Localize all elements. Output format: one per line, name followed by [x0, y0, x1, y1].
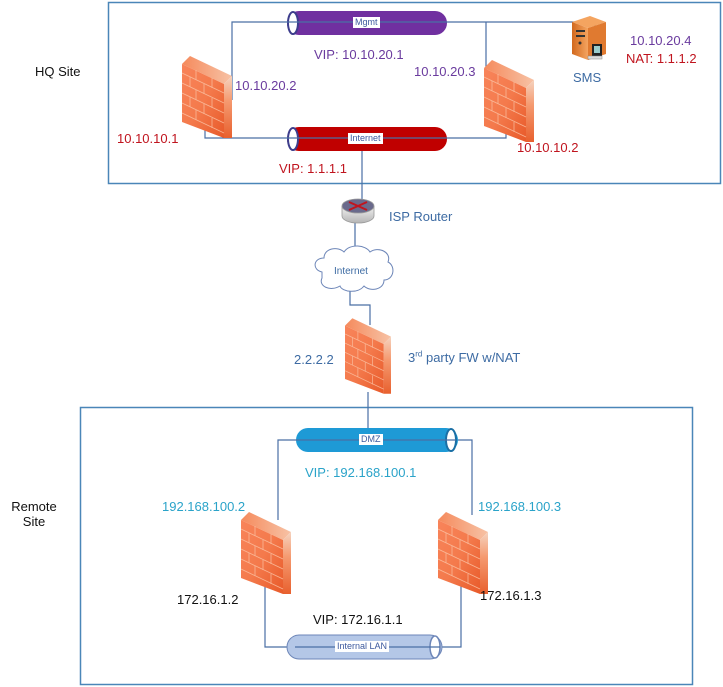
- internal-lan-bus-label: Internal LAN: [335, 641, 390, 652]
- remote-fw2-dmz-ip: 192.168.100.3: [478, 499, 562, 514]
- sms-label: SMS: [573, 70, 602, 85]
- third-party-firewall-icon: [345, 318, 391, 394]
- remote-fw1-lan-ip: 172.16.1.2: [177, 592, 239, 607]
- remote-site-boundary: [79, 406, 694, 686]
- hq-fw2-external-ip: 10.10.10.2: [517, 140, 579, 155]
- remote-fw1-dmz-ip: 192.168.100.2: [162, 499, 246, 514]
- sms-ip: 10.10.20.4: [630, 33, 692, 48]
- sms-server-icon: [572, 16, 606, 60]
- third-party-fw-label-suffix: party FW w/NAT: [422, 350, 521, 365]
- hq-firewall-2-icon: [484, 60, 534, 142]
- mgmt-bus-label: Mgmt: [353, 17, 380, 28]
- fw1-lan-link: [264, 585, 295, 648]
- dmz-fw2-link: [456, 439, 473, 515]
- remote-firewall-2-icon: [438, 512, 488, 594]
- internet-cloud-icon: [314, 245, 394, 292]
- hq-fw1-mgmt-ip: 10.10.20.2: [235, 78, 297, 93]
- sms-nat-ip: NAT: 1.1.1.2: [626, 51, 697, 66]
- remote-firewall-1-icon: [241, 512, 291, 594]
- mgmt-vip-label: VIP: 10.10.20.1: [314, 47, 404, 62]
- internet-bus-label: Internet: [348, 133, 383, 144]
- dmz-bus-label: DMZ: [359, 434, 383, 445]
- third-party-fw-label: 3rd party FW w/NAT: [408, 350, 520, 365]
- isp-router-icon: [341, 198, 375, 224]
- cloud-to-fw-link: [349, 282, 371, 325]
- internet-cloud-label: Internet: [334, 266, 368, 277]
- dmz-vip-label: VIP: 192.168.100.1: [305, 465, 417, 480]
- isp-router-label: ISP Router: [389, 209, 453, 224]
- hq-site-boundary: [107, 1, 722, 185]
- remote-fw2-lan-ip: 172.16.1.3: [480, 588, 542, 603]
- hq-fw1-external-ip: 10.10.10.1: [117, 131, 179, 146]
- hq-site-label: HQ Site: [35, 64, 81, 79]
- third-party-fw-ip: 2.2.2.2: [294, 352, 334, 367]
- third-party-fw-label-prefix: 3: [408, 350, 416, 365]
- third-party-fw-label-sup: rd: [415, 349, 423, 359]
- internet-vip-label: VIP: 1.1.1.1: [279, 161, 347, 176]
- hq-firewall-1-icon: [182, 56, 232, 138]
- internal-lan-vip-label: VIP: 172.16.1.1: [313, 612, 403, 627]
- remote-site-label: Remote Site: [11, 499, 57, 529]
- dmz-fw1-link: [277, 439, 296, 520]
- fw2-lan-link: [440, 585, 462, 648]
- hq-fw2-mgmt-ip: 10.10.20.3: [414, 64, 476, 79]
